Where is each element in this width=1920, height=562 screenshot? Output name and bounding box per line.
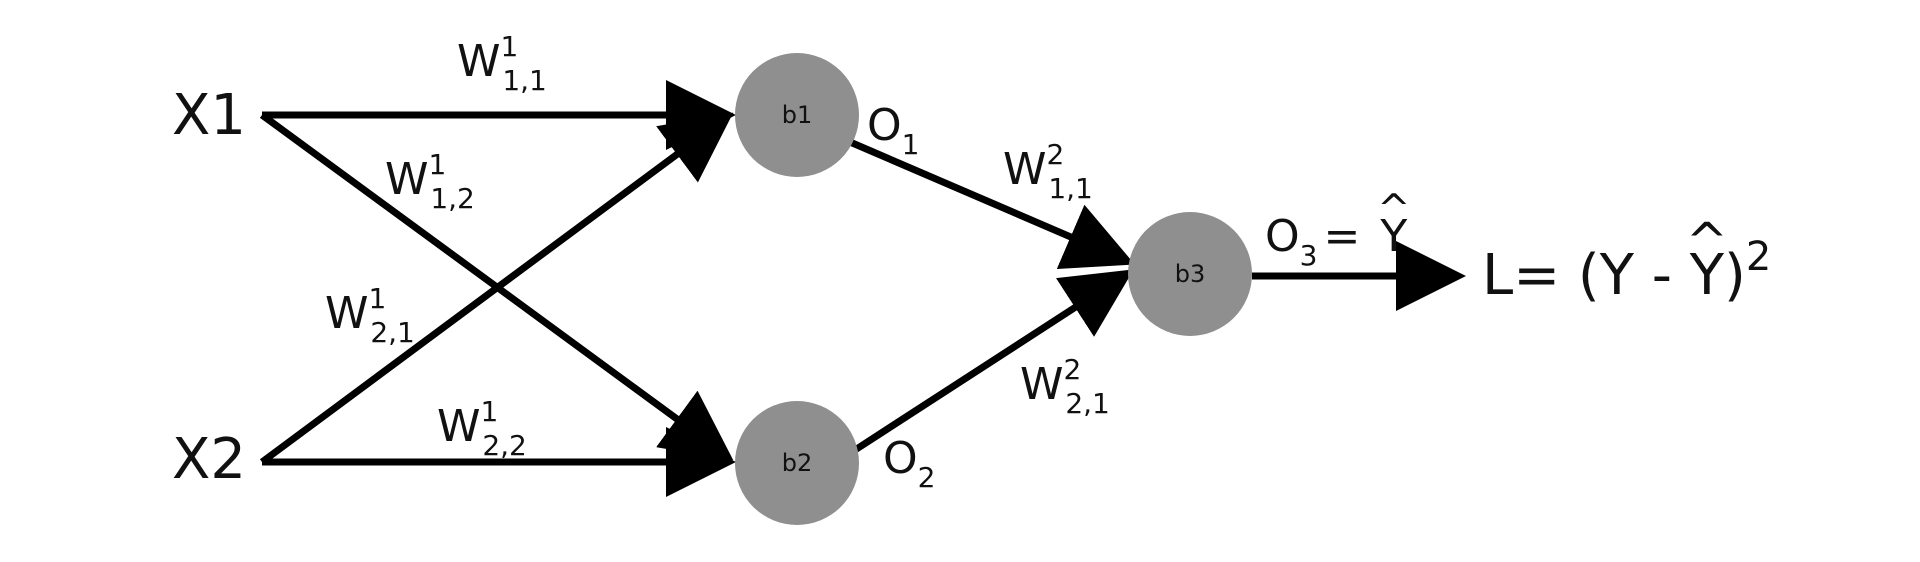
- node-b1-label: b1: [781, 101, 813, 129]
- loss-formula: L= (Y - ^Y)2: [1482, 211, 1772, 308]
- output-o2: O2: [883, 433, 936, 494]
- output-o3: O3= ^Y: [1265, 186, 1411, 272]
- hat-accent: ^: [1377, 186, 1411, 233]
- weight-w2-11: W21,1: [1003, 138, 1093, 205]
- node-b2-label: b2: [781, 449, 813, 477]
- edge-x2-b1: [259, 112, 734, 465]
- edge-b2-b3: [853, 269, 1134, 453]
- node-b3-label: b3: [1174, 260, 1206, 288]
- output-o1: O1: [867, 100, 920, 161]
- loss-hat-accent: ^: [1685, 211, 1729, 271]
- edge-x1-b2: [259, 112, 734, 461]
- node-b2: b2: [735, 401, 859, 525]
- node-b1: b1: [735, 53, 859, 177]
- weight-w1-11: W11,1: [457, 30, 547, 97]
- input-x1: X1: [172, 83, 246, 148]
- weight-w2-21: W22,1: [1020, 353, 1110, 420]
- node-b3: b3: [1128, 212, 1252, 336]
- weight-w1-12: W11,2: [385, 148, 475, 215]
- edge-b1-b3: [848, 138, 1135, 270]
- weight-w1-22: W12,2: [437, 395, 527, 462]
- input-x2: X2: [172, 427, 246, 492]
- weight-w1-21: W12,1: [325, 282, 415, 349]
